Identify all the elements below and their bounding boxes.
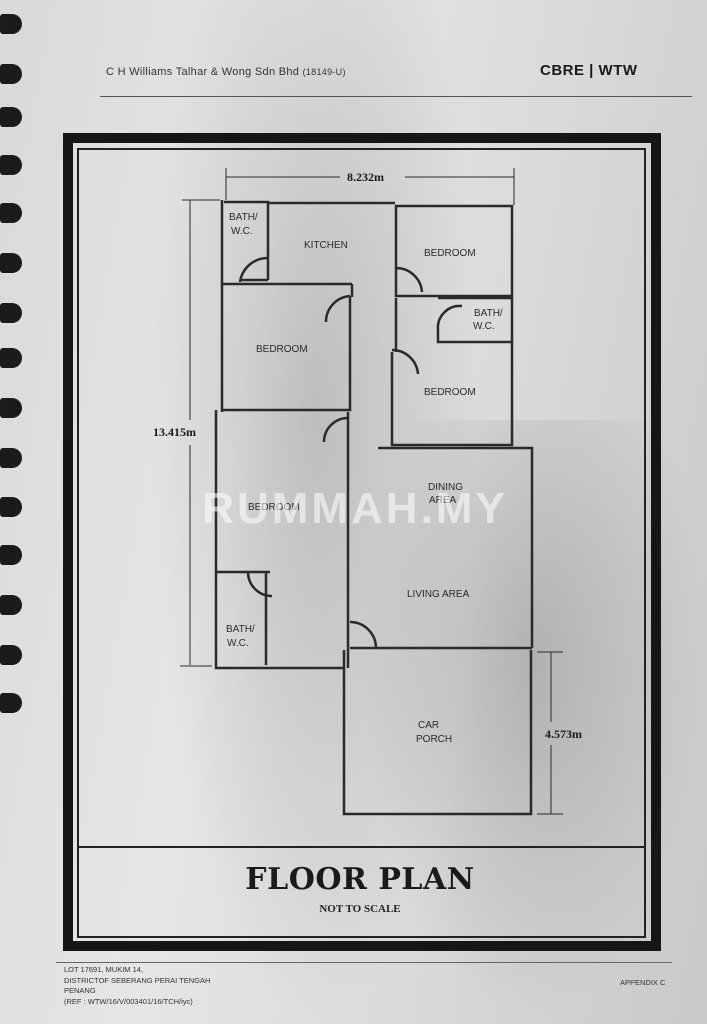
dining-label-b: AREA xyxy=(429,495,457,506)
brand-logo: CBRE | WTW xyxy=(540,62,638,79)
plan-inner-frame xyxy=(77,148,646,938)
footer-address: LOT 17691, MUKIM 14, DISTRICTOF SEBERANG… xyxy=(64,965,210,1007)
bath-label-1: BATH/ xyxy=(229,212,258,223)
company-name-text: C H Williams Talhar & Wong Sdn Bhd xyxy=(106,66,300,78)
footer-line-4: (REF : WTW/16/V/003401/16/TCH/iyc) xyxy=(64,996,193,1006)
watermark: RUMMAH.MY xyxy=(202,484,508,533)
title-divider xyxy=(78,846,644,848)
bath-label-2: BATH/ xyxy=(474,308,503,319)
dimension-height: 13.415m xyxy=(153,425,196,439)
footer-line-3: PENANG xyxy=(64,986,96,995)
dimension-porch: 4.573m xyxy=(545,727,582,741)
not-to-scale-note: NOT TO SCALE xyxy=(319,903,401,915)
dimension-lines xyxy=(180,168,563,815)
walls xyxy=(214,200,534,816)
living-label: LIVING AREA xyxy=(407,589,470,600)
footer-line-2: DISTRICTOF SEBERANG PERAI TENGAH xyxy=(64,975,211,985)
bedroom-label-4: BEDROOM xyxy=(248,502,300,513)
footer-line-1: LOT 17691, MUKIM 14, xyxy=(64,965,144,974)
hand-shadow-lower xyxy=(360,420,707,1020)
bedroom-label-3: BEDROOM xyxy=(424,387,476,398)
car-porch-label-b: PORCH xyxy=(416,734,452,745)
bedroom-label-2: BEDROOM xyxy=(256,344,308,355)
plan-outer-frame xyxy=(63,133,661,951)
bedroom-label-1: BEDROOM xyxy=(424,248,476,259)
company-registration: (18149-U) xyxy=(302,67,346,77)
car-porch-label: CAR xyxy=(418,720,439,731)
dining-label: DINING xyxy=(428,482,463,493)
floor-plan-title: FLOOR PLAN xyxy=(245,862,475,897)
header-divider xyxy=(100,96,692,97)
dimension-width: 8.232m xyxy=(347,170,384,184)
hand-shadow xyxy=(150,0,480,1024)
kitchen-label: KITCHEN xyxy=(304,240,348,251)
spiral-binding xyxy=(0,0,30,1024)
bath-label-3: BATH/ xyxy=(226,624,255,635)
bath-label-2b: W.C. xyxy=(473,321,495,332)
appendix-label: APPENDIX C xyxy=(620,978,666,987)
footer-divider xyxy=(56,962,672,963)
bath-label-1b: W.C. xyxy=(231,226,253,237)
bath-label-3b: W.C. xyxy=(227,638,249,649)
company-name: C H Williams Talhar & Wong Sdn Bhd (1814… xyxy=(106,66,346,78)
